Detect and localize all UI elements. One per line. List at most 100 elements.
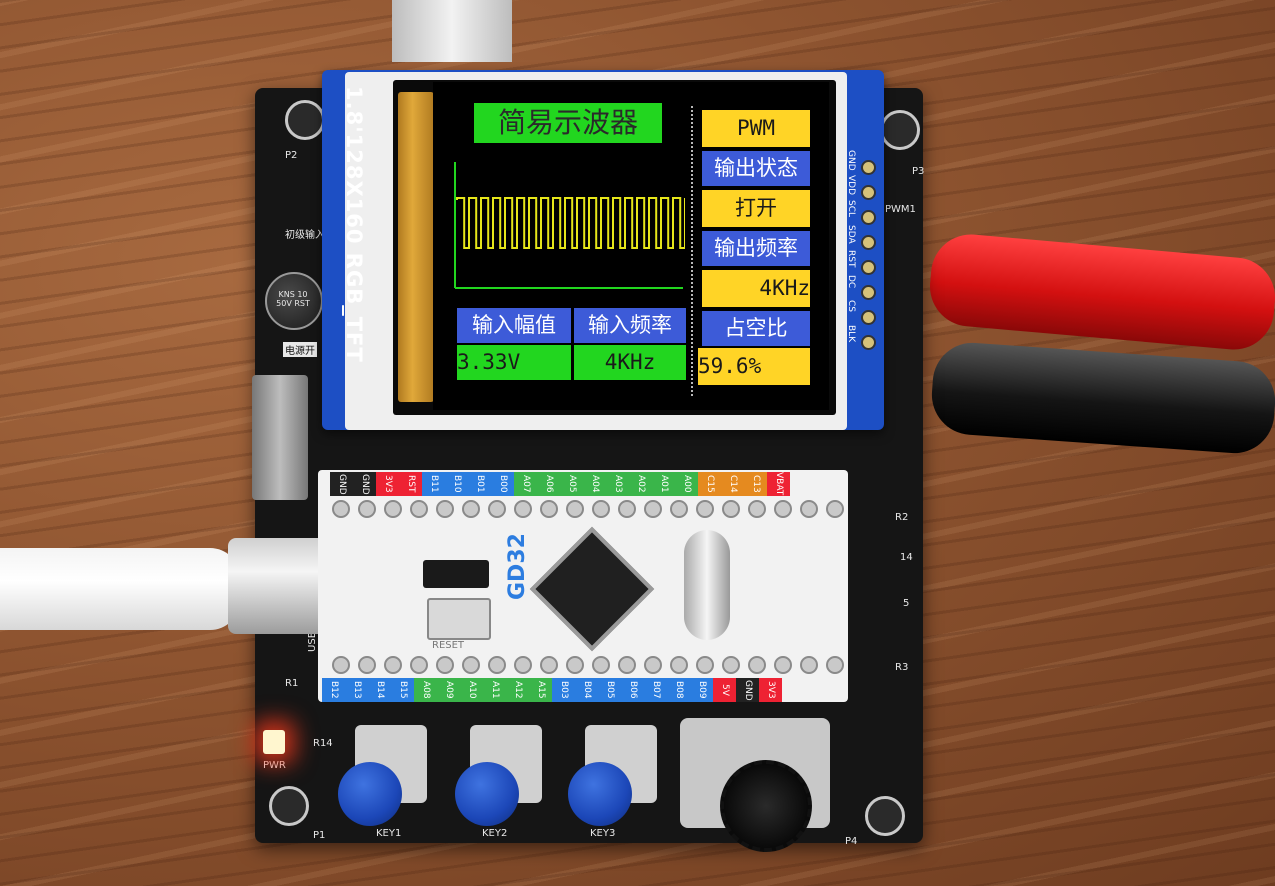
bottom-pin-label-12: B05 <box>598 678 621 702</box>
key2-button[interactable] <box>455 762 519 826</box>
module-pin-label-1: VDD <box>846 175 856 196</box>
top-pin-label-10: A05 <box>560 472 583 496</box>
silk-r2: R2 <box>895 512 909 523</box>
mount-hole-p4 <box>865 796 905 836</box>
duty-value: 59.6% <box>698 348 810 385</box>
bottom-pin-label-18: GND <box>736 678 759 702</box>
top-pin-label-19: VBAT <box>767 472 790 496</box>
bottom-pin-label-8: A12 <box>506 678 529 702</box>
bottom-pin-label-0: B12 <box>322 678 345 702</box>
silk-p2: P2 <box>285 150 298 161</box>
waveform-plot <box>454 162 685 289</box>
bottom-pin-label-13: B06 <box>621 678 644 702</box>
input-freq-label: 输入频率 <box>574 308 686 343</box>
module-pin-label-0: GND <box>846 150 856 171</box>
silk-r3: R3 <box>895 662 909 673</box>
mount-hole-p1 <box>269 786 309 826</box>
power-switch[interactable] <box>252 375 308 500</box>
electrolytic-capacitor <box>265 272 323 330</box>
cap-label: KNS 10 50V RST <box>276 290 310 308</box>
key1-button[interactable] <box>338 762 402 826</box>
bottom-pin-label-2: B14 <box>368 678 391 702</box>
silk-p1: P1 <box>313 830 326 841</box>
top-pin-label-4: B11 <box>422 472 445 496</box>
bottom-pin-label-6: A10 <box>460 678 483 702</box>
top-pin-label-9: A06 <box>537 472 560 496</box>
module-pin-label-3: SDA <box>846 225 856 244</box>
bottom-pin-label-16: B09 <box>690 678 713 702</box>
module-pin-label-6: CS <box>846 300 856 312</box>
module-pin-label-7: BLK <box>846 325 856 343</box>
top-pin-label-18: C13 <box>744 472 767 496</box>
top-pin-label-8: A07 <box>514 472 537 496</box>
bottom-pin-label-9: A15 <box>529 678 552 702</box>
usb-cable <box>0 548 240 630</box>
top-pin-row <box>332 500 844 518</box>
top-pin-label-3: RST <box>399 472 422 496</box>
silk-pwr: PWR <box>263 760 286 771</box>
key3-button[interactable] <box>568 762 632 826</box>
screen-title: 简易示波器 <box>474 103 662 143</box>
module-pin-label-5: DC <box>846 275 856 289</box>
key2-label: KEY2 <box>482 828 508 839</box>
silk-p3: P3 <box>912 166 925 177</box>
top-pin-label-6: B01 <box>468 472 491 496</box>
top-pin-label-13: A02 <box>629 472 652 496</box>
bottom-pin-row <box>332 656 844 674</box>
top-pin-label-2: 3V3 <box>376 472 399 496</box>
output-freq-label: 输出频率 <box>702 231 810 266</box>
module-pin-2 <box>861 210 876 225</box>
key1-label: KEY1 <box>376 828 402 839</box>
silk-p4: P4 <box>845 836 858 847</box>
silk-power-label: 电源开 <box>283 342 317 357</box>
top-pin-label-7: B00 <box>491 472 514 496</box>
key3-label: KEY3 <box>590 828 616 839</box>
bottom-pin-label-14: B07 <box>644 678 667 702</box>
top-pin-label-17: C14 <box>721 472 744 496</box>
module-label: 1.8'128X160 RGB_TFT <box>342 86 366 363</box>
bottom-pin-label-5: A09 <box>437 678 460 702</box>
mount-hole-p3 <box>880 110 920 150</box>
silk-side-14: 14 <box>900 552 913 563</box>
encoder-knob[interactable] <box>720 760 812 852</box>
top-pin-label-15: A00 <box>675 472 698 496</box>
bottom-pin-label-17: 5V <box>713 678 736 702</box>
mount-hole-p2 <box>285 100 325 140</box>
bottom-pin-label-15: B08 <box>667 678 690 702</box>
output-state-label: 输出状态 <box>702 151 810 186</box>
module-pin-label-2: SCL <box>846 200 856 218</box>
tft-ribbon <box>398 92 434 402</box>
module-pin-5 <box>861 285 876 300</box>
module-pin-6 <box>861 310 876 325</box>
top-cable <box>392 0 512 62</box>
module-pin-1 <box>861 185 876 200</box>
silk-r14: R14 <box>313 738 333 749</box>
boot-jumper[interactable] <box>423 560 489 588</box>
bottom-pin-label-7: A11 <box>483 678 506 702</box>
bottom-pin-label-19: 3V3 <box>759 678 782 702</box>
bottom-pin-label-11: B04 <box>575 678 598 702</box>
reset-button[interactable] <box>427 598 491 640</box>
crystal-oscillator <box>684 530 730 640</box>
power-led <box>263 730 285 754</box>
top-pin-label-1: GND <box>353 472 376 496</box>
input-freq-value: 4KHz <box>574 345 686 380</box>
module-pin-0 <box>861 160 876 175</box>
silk-side-5: 5 <box>903 598 910 609</box>
top-pin-label-12: A03 <box>606 472 629 496</box>
reset-label: RESET <box>432 640 465 651</box>
top-pin-label-14: A01 <box>652 472 675 496</box>
bottom-pin-label-3: B15 <box>391 678 414 702</box>
top-pin-label-11: A04 <box>583 472 606 496</box>
silk-input-label: 初级输入 <box>285 230 325 241</box>
bottom-pin-label-4: A08 <box>414 678 437 702</box>
silk-pwm1: PWM1 <box>885 204 916 215</box>
input-amp-label: 输入幅值 <box>457 308 571 343</box>
module-pin-label-4: RST <box>846 250 856 268</box>
top-pin-label-5: B10 <box>445 472 468 496</box>
duty-label: 占空比 <box>702 311 810 346</box>
module-pin-7 <box>861 335 876 350</box>
top-pin-label-0: GND <box>330 472 353 496</box>
screen-divider <box>691 106 696 396</box>
